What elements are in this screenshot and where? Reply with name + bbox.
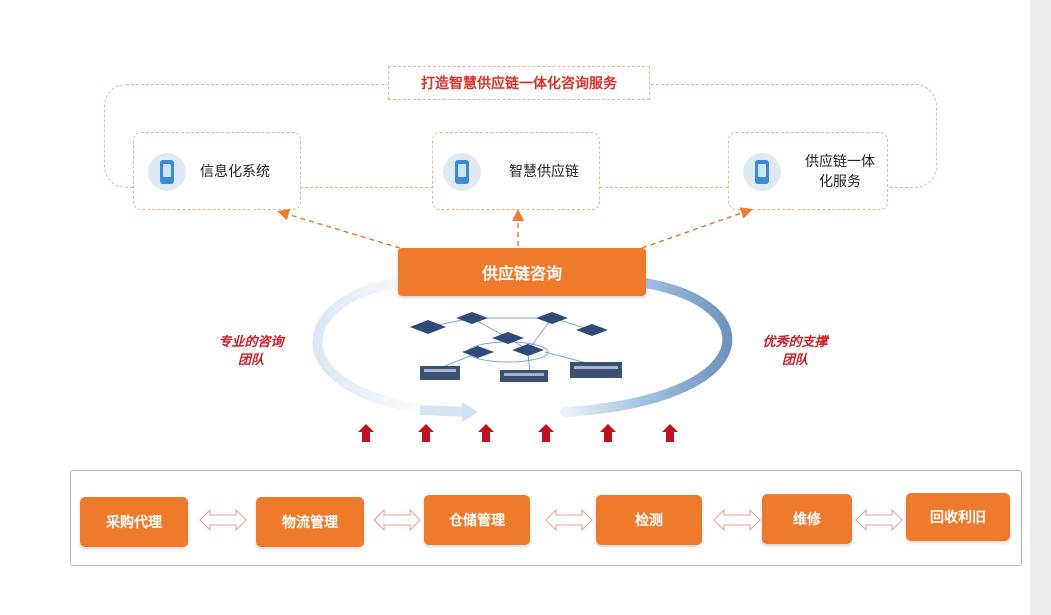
center-label-box: 供应链咨询: [398, 248, 646, 296]
up-arrows: [358, 424, 678, 442]
step-maintenance: 维修: [762, 494, 852, 544]
bidirectional-arrows: [199, 508, 903, 532]
network-diagram-icon: [410, 312, 622, 382]
cycle-ring: [312, 277, 733, 422]
step-warehousing: 仓储管理: [424, 495, 530, 545]
phone-icon: [755, 160, 769, 184]
card-information-system: 信息化系统: [133, 132, 301, 210]
right-side-label: 优秀的支撑 团队: [762, 335, 828, 368]
card-label: 信息化系统: [200, 164, 270, 180]
step-inspection: 检测: [596, 495, 702, 545]
card-label: 供应链一体 化服务: [805, 154, 875, 190]
card-smart-supply-chain: 智慧供应链: [432, 132, 600, 210]
step-recycling: 回收利旧: [906, 493, 1010, 541]
left-side-label: 专业的咨询 团队: [218, 335, 284, 368]
phone-icon: [455, 160, 469, 184]
step-procurement: 采购代理: [80, 497, 188, 547]
dashed-arrows: [277, 207, 753, 249]
card-integrated-service: 供应链一体 化服务: [728, 132, 888, 210]
diagram-title: 打造智慧供应链一体化咨询服务: [388, 66, 650, 100]
step-logistics: 物流管理: [256, 497, 364, 547]
diagram-title-text: 打造智慧供应链一体化咨询服务: [421, 76, 617, 92]
center-label: 供应链咨询: [481, 264, 562, 283]
phone-icon: [160, 160, 174, 184]
scrollbar[interactable]: [1030, 0, 1051, 615]
card-label: 智慧供应链: [509, 164, 579, 180]
